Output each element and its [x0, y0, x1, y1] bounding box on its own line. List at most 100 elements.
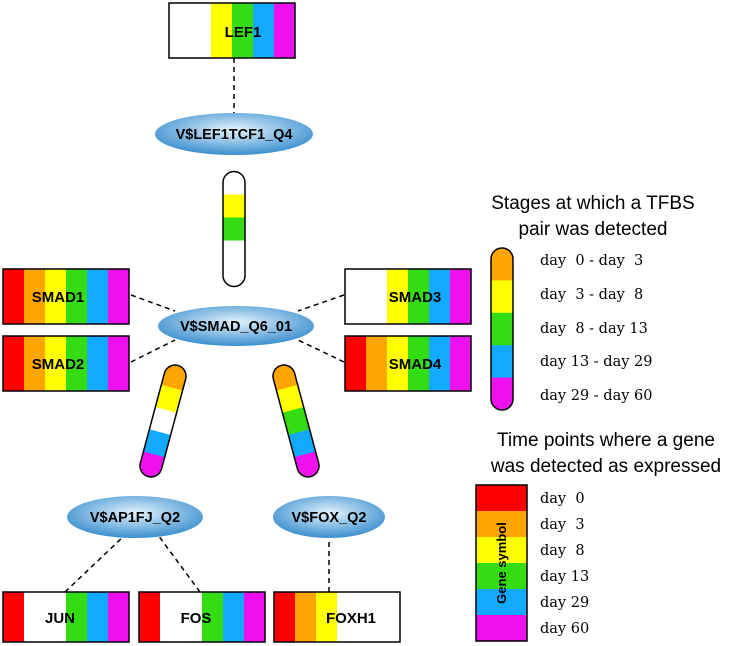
- expression-segment: [66, 592, 88, 642]
- legend-stages: Stages at which a TFBS pair was detected…: [490, 193, 695, 411]
- motif-label-lef1tcf1: V$LEF1TCF1_Q4: [176, 127, 293, 143]
- expression-segment: [211, 3, 233, 58]
- gene-box-border: [273, 591, 401, 643]
- capsule-outline: [490, 247, 514, 411]
- legend-stage-item: day 0 - day 3: [540, 253, 643, 269]
- motif-label-ap1fj: V$AP1FJ_Q2: [90, 510, 180, 526]
- expression-segment: [3, 336, 25, 391]
- gene-fos: FOS: [138, 591, 266, 643]
- motif-lef1tcf1: V$LEF1TCF1_Q4: [155, 113, 313, 155]
- stage-segment: [223, 240, 245, 264]
- expression-segment: [66, 336, 88, 391]
- legend-timepoints: Time points where a gene was detected as…: [475, 430, 721, 642]
- edge-smad1-motif: [130, 294, 176, 312]
- edges: [64, 58, 345, 593]
- expression-segment: [337, 592, 359, 642]
- expression-segment: [408, 269, 430, 324]
- stage-segment: [223, 217, 245, 241]
- gene-smad2: SMAD2: [2, 335, 130, 392]
- expression-segment: [358, 592, 380, 642]
- expression-segment: [87, 336, 109, 391]
- gene-label-smad2: SMAD2: [32, 356, 85, 373]
- gene-box-border: [344, 335, 472, 392]
- gene-box-border: [344, 268, 472, 325]
- gene-label-jun: JUN: [45, 610, 75, 627]
- gene-label-smad4: SMAD4: [389, 356, 442, 373]
- stage-segment: [491, 345, 513, 378]
- legend-timepoint-item: day 3: [540, 517, 585, 533]
- edge-smad4-motif: [297, 339, 345, 363]
- expression-segment: [223, 592, 245, 642]
- timepoint-swatch: [476, 589, 527, 616]
- legend-timepoints-title-line1: Time points where a gene: [497, 430, 715, 451]
- gene-jun: JUN: [2, 591, 130, 643]
- expression-segment: [66, 269, 88, 324]
- expression-segment: [108, 592, 130, 642]
- expression-segment: [295, 592, 317, 642]
- pair-capsule-smad-fox: [270, 362, 322, 480]
- gene-label-foxh1: FOXH1: [326, 610, 376, 627]
- motif-ellipse: [158, 306, 314, 346]
- legend-stages-title-line1: Stages at which a TFBS: [491, 193, 694, 214]
- expression-segment: [408, 336, 430, 391]
- pair-capsule-lef1-smad: [222, 170, 246, 288]
- stage-segment: [223, 194, 245, 218]
- legend-timepoint-item: day 60: [540, 621, 589, 637]
- timepoint-swatch: [476, 563, 527, 590]
- stage-segment: [143, 429, 171, 458]
- legend-stage-item: day 13 - day 29: [540, 354, 652, 370]
- timepoint-swatch: [476, 511, 527, 538]
- expression-segment: [345, 336, 367, 391]
- edge-smad2-motif: [130, 339, 176, 363]
- expression-segment: [450, 269, 472, 324]
- gene-box-border: [168, 2, 296, 59]
- stage-segment: [276, 384, 304, 414]
- expression-segment: [345, 269, 367, 324]
- expression-segment: [181, 592, 203, 642]
- expression-segment: [253, 3, 275, 58]
- stage-segment: [491, 377, 513, 410]
- stage-segment: [491, 248, 513, 281]
- expression-segment: [45, 269, 67, 324]
- expression-segment: [429, 269, 451, 324]
- expression-segment: [108, 336, 130, 391]
- legend-timepoint-item: day 29: [540, 595, 589, 611]
- gene-smad1: SMAD1: [2, 268, 130, 325]
- gene-foxh1: FOXH1: [273, 591, 401, 643]
- legend-vertical-label: Gene symbol: [494, 522, 509, 604]
- expression-segment: [3, 592, 25, 642]
- legend-stages-capsule: [490, 247, 514, 411]
- stage-segment: [223, 171, 245, 195]
- expression-segment: [379, 592, 401, 642]
- expression-segment: [366, 269, 388, 324]
- gene-box-border: [2, 268, 130, 325]
- expression-segment: [387, 336, 409, 391]
- expression-segment: [387, 269, 409, 324]
- legend-timepoints-title-line2: was detected as expressed: [490, 456, 721, 477]
- gene-label-lef1: LEF1: [225, 24, 262, 41]
- gene-box-border: [138, 591, 266, 643]
- capsule-outline: [222, 170, 246, 288]
- motif-ap1fj: V$AP1FJ_Q2: [67, 496, 203, 538]
- edge-jun-motif: [64, 534, 126, 593]
- gene-smad3: SMAD3: [344, 268, 472, 325]
- expression-segment: [45, 336, 67, 391]
- capsule-outline: [272, 364, 320, 478]
- expression-segment: [45, 592, 67, 642]
- stage-segment: [223, 263, 245, 287]
- motif-fox: V$FOX_Q2: [273, 496, 385, 538]
- timepoint-swatch: [476, 537, 527, 564]
- legend-timepoint-item: day 13: [540, 569, 589, 585]
- stage-segment: [270, 362, 298, 391]
- expression-segment: [244, 592, 266, 642]
- expression-segment: [160, 592, 182, 642]
- legend-stages-title-line2: pair was detected: [519, 219, 668, 240]
- expression-segment: [232, 3, 254, 58]
- expression-segment: [139, 592, 161, 642]
- legend-timepoint-stack: [475, 484, 528, 642]
- motif-label-smad: V$SMAD_Q6_01: [180, 319, 292, 335]
- gene-label-fos: FOS: [181, 610, 212, 627]
- timepoint-swatch: [476, 615, 527, 642]
- expression-segment: [87, 269, 109, 324]
